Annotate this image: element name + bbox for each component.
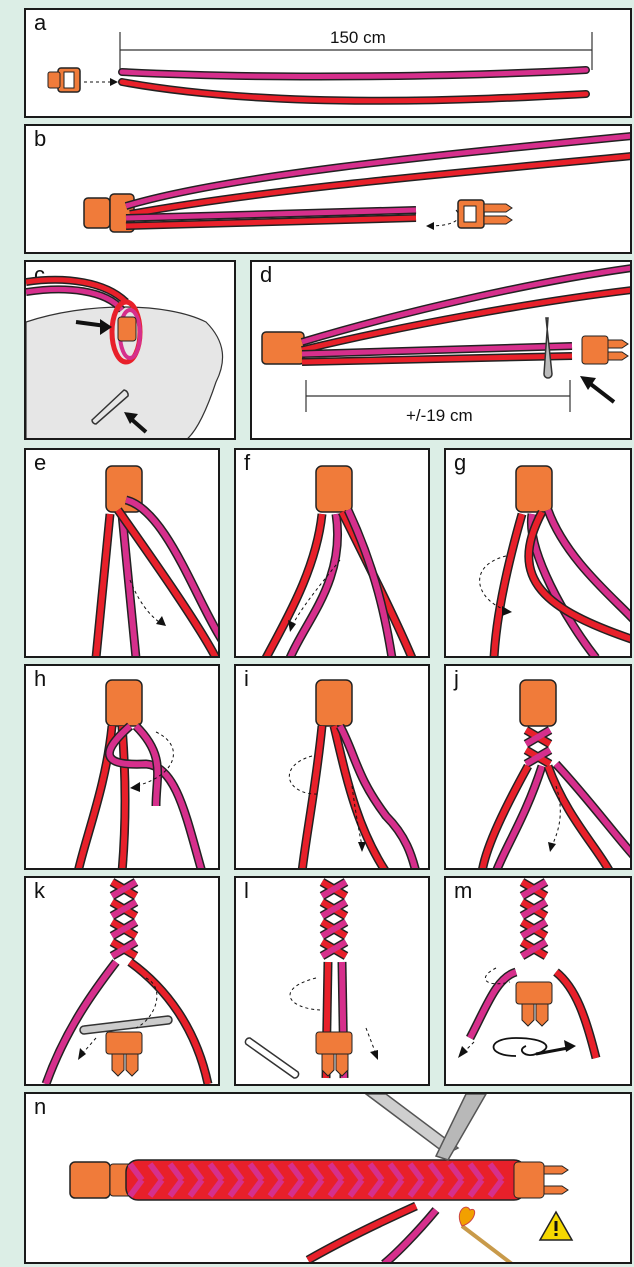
panel-i: i	[234, 664, 430, 870]
panel-b: b	[24, 124, 632, 254]
panel-k: k	[24, 876, 220, 1086]
step-b-illustration	[26, 126, 632, 254]
panel-h: h	[24, 664, 220, 870]
braid-segment	[112, 882, 136, 956]
buckle-male-icon	[106, 1032, 142, 1076]
scissors-icon	[366, 1094, 486, 1160]
braid-segment	[522, 882, 546, 956]
step-c-illustration	[26, 262, 236, 440]
panel-m: m	[444, 876, 632, 1086]
direction-arrow-icon	[588, 382, 614, 402]
buckle-male-icon	[516, 982, 552, 1026]
braid-segment	[526, 730, 550, 764]
buckle-female-icon	[70, 1162, 134, 1198]
step-k-illustration	[26, 878, 220, 1086]
panel-n: n	[24, 1092, 632, 1264]
panel-l: l	[234, 876, 430, 1086]
buckle-icon	[118, 317, 136, 341]
length-label-150: 150 cm	[326, 28, 390, 48]
buckle-icon	[316, 466, 352, 512]
panel-e: e	[24, 448, 220, 658]
length-label-19: +/-19 cm	[402, 406, 477, 426]
step-a-illustration	[26, 10, 632, 118]
buckle-icon	[516, 466, 552, 512]
buckle-male-icon	[316, 1032, 352, 1076]
match-flame-icon	[459, 1207, 512, 1264]
step-g-illustration	[446, 450, 632, 658]
buckle-icon	[520, 680, 556, 726]
dashed-arrow-icon	[290, 978, 320, 1010]
step-f-illustration	[236, 450, 430, 658]
buckle-icon	[106, 680, 142, 726]
safety-pin-icon	[80, 1016, 172, 1034]
panel-a: a 150 cm	[24, 8, 632, 118]
buckle-male-icon	[514, 1162, 568, 1198]
panel-c: c	[24, 260, 236, 440]
panel-g: g	[444, 448, 632, 658]
braided-bracelet	[126, 1160, 526, 1200]
buckle-icon	[316, 680, 352, 726]
panel-j: j	[444, 664, 632, 870]
step-e-illustration	[26, 450, 220, 658]
braid-segment	[322, 882, 346, 956]
direction-arrow-icon	[536, 1048, 568, 1054]
warning-triangle-icon	[540, 1212, 572, 1240]
buckle-female-icon	[48, 68, 80, 92]
step-n-illustration	[26, 1094, 632, 1264]
dashed-arrow-icon	[430, 210, 459, 226]
step-j-illustration	[446, 666, 632, 870]
panel-f: f	[234, 448, 430, 658]
step-m-illustration	[446, 878, 632, 1086]
buckle-male-icon	[458, 200, 512, 228]
buckle-female-icon	[262, 332, 304, 364]
step-i-illustration	[236, 666, 430, 870]
step-l-illustration	[236, 878, 430, 1086]
safety-pin-icon	[245, 1038, 298, 1078]
buckle-male-icon	[582, 336, 628, 364]
step-h-illustration	[26, 666, 220, 870]
panel-d: d +/-19 cm	[250, 260, 632, 440]
